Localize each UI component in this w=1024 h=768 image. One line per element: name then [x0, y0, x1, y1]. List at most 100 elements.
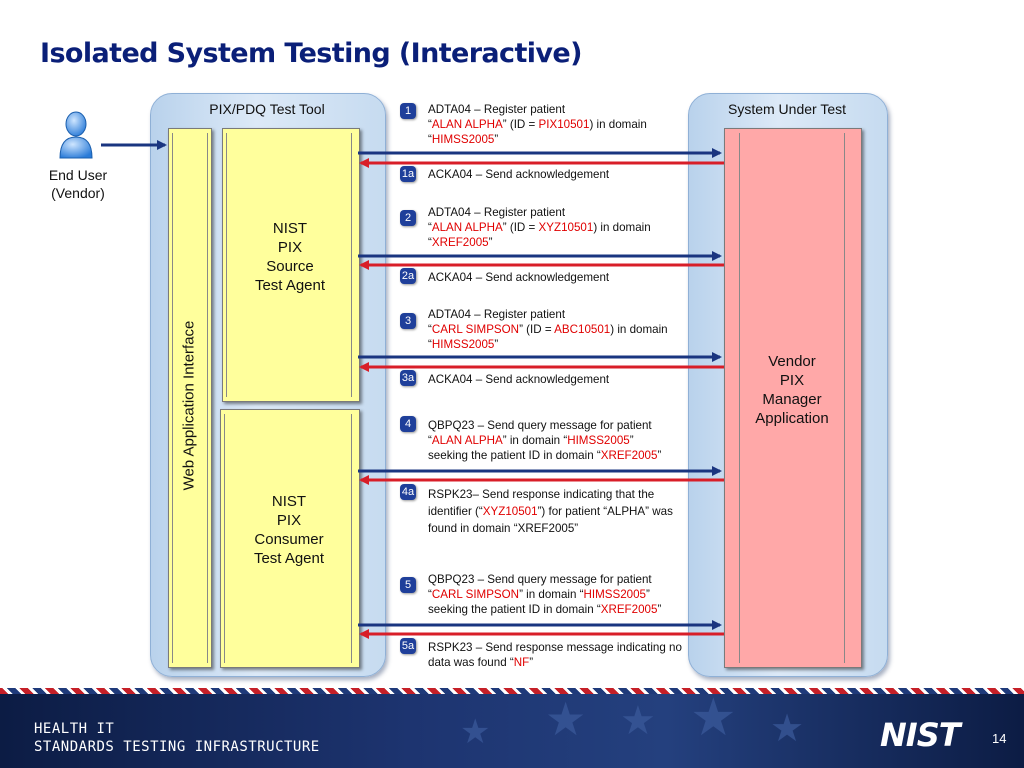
step-message: ADTA04 – Register patient“CARL SIMPSON” … — [428, 307, 668, 352]
page-number: 14 — [992, 731, 1007, 746]
step-message-line: identifier (“XYZ10501”) for patient “ALP… — [428, 503, 673, 520]
column-divider — [226, 133, 352, 397]
message-text: ) in domain — [589, 118, 647, 131]
step-message: QBPQ23 – Send query message for patient“… — [428, 572, 661, 617]
consumer-agent-line: NIST — [271, 493, 307, 510]
system-under-test-title: System Under Test — [727, 101, 846, 117]
message-text: ADTA04 – Register patient — [428, 206, 566, 219]
step-message: ACKA04 – Send acknowledgement — [428, 167, 609, 182]
consumer-agent-line: Consumer — [254, 531, 324, 548]
end-user-line1: End User — [48, 167, 108, 183]
step-message-line: found in domain “XREF2005” — [428, 520, 673, 537]
message-text: ” (ID = — [502, 118, 539, 131]
step-message-line: ACKA04 – Send acknowledgement — [428, 270, 609, 285]
message-text: RSPK23 – Send response message indicatin… — [428, 641, 682, 654]
source-test-agent — [222, 128, 360, 402]
highlighted-value: XREF2005 — [600, 603, 658, 616]
step-message-line: ADTA04 – Register patient — [428, 307, 668, 322]
step-badge: 5 — [400, 577, 416, 593]
web-application-interface — [168, 128, 212, 668]
step-message-line: RSPK23– Send response indicating that th… — [428, 486, 673, 503]
vendor-app-line: PIX — [779, 372, 805, 389]
message-text: ” (ID = — [502, 221, 539, 234]
step-message-line: ACKA04 – Send acknowledgement — [428, 372, 609, 387]
step-message-line: “HIMSS2005” — [428, 337, 668, 352]
step-badge: 1 — [400, 103, 416, 119]
step-message-line: seeking the patient ID in domain “XREF20… — [428, 602, 661, 617]
message-text: ” — [494, 133, 499, 146]
message-text: “ — [428, 434, 432, 447]
highlighted-value: CARL SIMPSON — [431, 588, 520, 601]
star-decoration: ★ — [545, 693, 587, 745]
step-badge: 2a — [400, 268, 416, 284]
message-text: ” — [529, 656, 534, 669]
message-text: ) in domain — [593, 221, 651, 234]
step-message: ACKA04 – Send acknowledgement — [428, 372, 609, 387]
consumer-agent-label: NIST PIX Consumer Test Agent — [220, 492, 358, 568]
step-message-line: “CARL SIMPSON” in domain “HIMSS2005” — [428, 587, 661, 602]
highlighted-value: HIMSS2005 — [583, 588, 647, 601]
message-text: seeking the patient ID in domain “ — [428, 449, 601, 462]
message-text: ACKA04 – Send acknowledgement — [428, 373, 610, 386]
source-agent-label: NIST PIX Source Test Agent — [222, 219, 358, 295]
step-message: QBPQ23 – Send query message for patient“… — [428, 418, 661, 463]
message-text: ADTA04 – Register patient — [428, 103, 566, 116]
step-badge: 2 — [400, 210, 416, 226]
source-agent-line: NIST — [272, 220, 308, 237]
step-badge: 3a — [400, 370, 416, 386]
consumer-test-agent — [220, 409, 360, 668]
message-text: RSPK23– Send response indicating that th… — [428, 488, 655, 501]
message-text: ” in domain “ — [502, 434, 568, 447]
source-agent-line: PIX — [277, 239, 303, 256]
message-text: “ — [428, 133, 432, 146]
message-text: QBPQ23 – Send query message for patient — [428, 573, 652, 586]
message-text: “ — [428, 338, 432, 351]
message-text: ACKA04 – Send acknowledgement — [428, 271, 610, 284]
source-agent-line: Test Agent — [254, 277, 326, 294]
message-text: seeking the patient ID in domain “ — [428, 603, 601, 616]
highlighted-value: HIMSS2005 — [567, 434, 630, 447]
step-message-line: “ALAN ALPHA” (ID = PIX10501) in domain — [428, 117, 647, 132]
highlighted-value: ALAN ALPHA — [431, 434, 503, 447]
source-agent-line: Source — [266, 258, 314, 275]
step-message: RSPK23 – Send response message indicatin… — [428, 640, 682, 670]
message-text: ACKA04 – Send acknowledgement — [428, 168, 610, 181]
column-divider — [224, 414, 352, 663]
step-badge: 3 — [400, 313, 416, 329]
end-user-line2: (Vendor) — [51, 185, 105, 201]
step-message-line: ACKA04 – Send acknowledgement — [428, 167, 609, 182]
step-message-line: QBPQ23 – Send query message for patient — [428, 572, 661, 587]
consumer-agent-line: Test Agent — [253, 550, 325, 567]
message-text: ” — [646, 588, 650, 601]
vendor-app-line: Manager — [762, 391, 822, 408]
highlighted-value: HIMSS2005 — [431, 338, 495, 351]
step-message: ADTA04 – Register patient“ALAN ALPHA” (I… — [428, 205, 651, 250]
message-text: ” — [488, 236, 493, 249]
step-message-line: “XREF2005” — [428, 235, 651, 250]
vendor-pix-manager — [724, 128, 862, 668]
highlighted-value: CARL SIMPSON — [431, 323, 520, 336]
vendor-app-line: Application — [755, 410, 829, 427]
vendor-app-label: Vendor PIX Manager Application — [724, 352, 860, 428]
slide-title: Isolated System Testing (Interactive) — [40, 38, 582, 69]
highlighted-value: XREF2005 — [600, 449, 658, 462]
message-text: data was found “ — [428, 656, 514, 669]
message-text: “ — [428, 118, 432, 131]
highlighted-value: XYZ10501 — [538, 221, 594, 234]
column-divider — [739, 133, 845, 663]
footer-stripe — [0, 688, 1024, 694]
message-text: ” in domain “ — [519, 588, 584, 601]
message-text: ” — [657, 449, 662, 462]
step-badge: 4 — [400, 416, 416, 432]
step-badge: 5a — [400, 638, 416, 654]
message-text: ADTA04 – Register patient — [428, 308, 566, 321]
message-text: ) in domain — [610, 323, 668, 336]
message-text: ” — [494, 338, 499, 351]
step-message-line: “ALAN ALPHA” in domain “HIMSS2005” — [428, 433, 661, 448]
footer-line2: STANDARDS TESTING INFRASTRUCTURE — [34, 739, 320, 755]
step-message-line: ADTA04 – Register patient — [428, 205, 651, 220]
star-decoration: ★ — [620, 699, 656, 743]
step-message-line: RSPK23 – Send response message indicatin… — [428, 640, 682, 655]
step-message: RSPK23– Send response indicating that th… — [428, 486, 673, 537]
message-text: “ — [428, 221, 432, 234]
